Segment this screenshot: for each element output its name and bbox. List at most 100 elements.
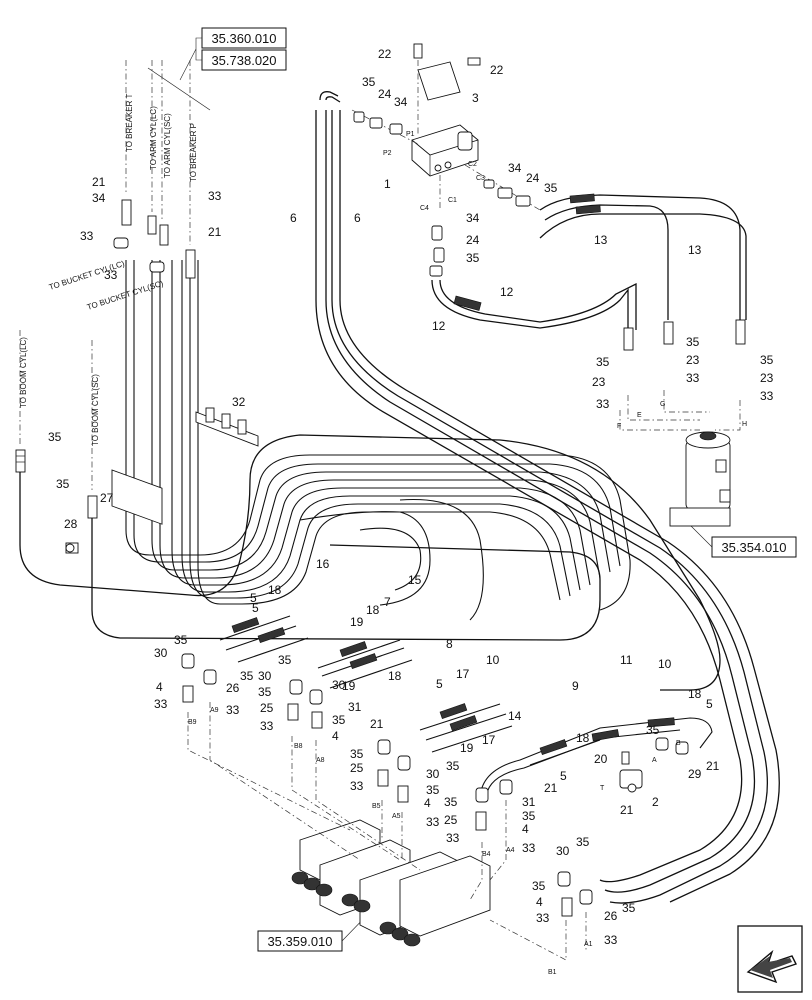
hose-12-13 — [431, 193, 747, 351]
callout-24: 24 — [378, 87, 392, 101]
callout-1: 1 — [384, 177, 391, 191]
port-c1: C1 — [448, 197, 457, 204]
swivel-joint — [619, 390, 741, 527]
lower-hoses — [219, 615, 713, 801]
callout-20: 20 — [594, 752, 608, 766]
callout-33: 33 — [426, 815, 440, 829]
callout-25: 25 — [260, 701, 274, 715]
callout-35: 35 — [56, 477, 70, 491]
callout-30: 30 — [556, 844, 570, 858]
callout-21: 21 — [544, 781, 558, 795]
note-to-bucket-cyl-sc: TO BUCKET CYL(SC) — [86, 279, 165, 312]
hose-notes: TO BREAKER T TO ARM CYL(LC) TO ARM CYL(S… — [19, 94, 198, 447]
callout-11: 11 — [620, 653, 633, 667]
callout-25: 25 — [350, 761, 364, 775]
callout-35: 35 — [446, 759, 460, 773]
callout-34: 34 — [394, 95, 408, 109]
callout-3: 3 — [472, 91, 479, 105]
callout-5: 5 — [706, 697, 713, 711]
callout-24: 24 — [526, 171, 540, 185]
callout-5: 5 — [436, 677, 443, 691]
port-f: F — [617, 423, 621, 430]
callout-35: 35 — [760, 353, 774, 367]
valve-fittings — [353, 111, 531, 277]
callout-31: 31 — [522, 795, 536, 809]
callout-21: 21 — [706, 759, 720, 773]
callout-35: 35 — [444, 795, 458, 809]
callout-33: 33 — [154, 697, 168, 711]
callout-35: 35 — [332, 713, 346, 727]
callout-26: 26 — [226, 681, 240, 695]
callout-33: 33 — [80, 229, 94, 243]
callout-22: 22 — [378, 47, 392, 61]
callout-10: 10 — [658, 657, 672, 671]
port-a1: A1 — [584, 941, 593, 948]
hose-bundle — [19, 260, 721, 691]
note-to-breaker-t: TO BREAKER T — [125, 94, 134, 153]
callout-4: 4 — [522, 822, 529, 836]
callout-35: 35 — [596, 355, 610, 369]
port-a8: A8 — [316, 757, 325, 764]
callout-35: 35 — [174, 633, 188, 647]
callout-33: 33 — [104, 268, 118, 282]
callout-23: 23 — [686, 353, 700, 367]
callout-33: 33 — [686, 371, 700, 385]
port-a9: A9 — [210, 707, 219, 714]
callout-23: 23 — [760, 371, 774, 385]
port-p2: P2 — [383, 150, 392, 157]
callout-34: 34 — [508, 161, 522, 175]
callout-31: 31 — [348, 700, 362, 714]
callout-33: 33 — [446, 831, 460, 845]
callout-22: 22 — [490, 63, 504, 77]
callout-35: 35 — [350, 747, 364, 761]
callout-18: 18 — [576, 731, 590, 745]
boom-hose-fittings — [15, 330, 98, 554]
callout-19: 19 — [460, 741, 474, 755]
callout-33: 33 — [604, 933, 618, 947]
callout-35: 35 — [646, 723, 660, 737]
port-c2: C2 — [468, 161, 477, 168]
callout-30: 30 — [258, 669, 272, 683]
callout-21: 21 — [370, 717, 384, 731]
callout-33: 33 — [536, 911, 550, 925]
callout-35: 35 — [576, 835, 590, 849]
port-a5: A5 — [392, 813, 401, 820]
port-a: A — [652, 757, 657, 764]
callout-5: 5 — [252, 601, 259, 615]
callout-4: 4 — [332, 729, 339, 743]
reference-label: 35.360.010 — [211, 31, 276, 46]
port-b4: B4 — [482, 851, 491, 858]
callout-33: 33 — [226, 703, 240, 717]
reference-box-35-738-020[interactable]: 35.738.020 — [201, 49, 287, 71]
callout-10: 10 — [486, 653, 500, 667]
port-p1: P1 — [406, 131, 415, 138]
reference-box-35-359-010[interactable]: 35.359.010 — [257, 930, 343, 952]
callout-4: 4 — [536, 895, 543, 909]
port-c4: C4 — [420, 205, 429, 212]
callout-21: 21 — [620, 803, 634, 817]
port-e: E — [637, 412, 642, 419]
reference-box-35-360-010[interactable]: 35.360.010 — [201, 27, 287, 49]
callout-35: 35 — [544, 181, 558, 195]
callout-26: 26 — [604, 909, 618, 923]
callout-34: 34 — [466, 211, 480, 225]
port-b1: B1 — [548, 969, 557, 976]
port-labels: P1 P2 C2 C3 C1 C4 E F G H A B T A1 B1 A4… — [188, 131, 747, 976]
callout-21: 21 — [92, 175, 106, 189]
callout-7: 7 — [384, 595, 391, 609]
callout-33: 33 — [760, 389, 774, 403]
callout-33: 33 — [596, 397, 610, 411]
direction-arrow-icon — [737, 925, 803, 993]
callout-13: 13 — [594, 233, 608, 247]
reference-box-35-354-010[interactable]: 35.354.010 — [711, 536, 797, 558]
callout-18: 18 — [388, 669, 402, 683]
callout-6: 6 — [354, 211, 361, 225]
callout-35: 35 — [622, 901, 636, 915]
port-h: H — [742, 421, 747, 428]
note-to-boom-cyl-sc: TO BOOM CYL(SC) — [91, 374, 100, 446]
callout-18: 18 — [268, 583, 282, 597]
port-g: G — [660, 401, 665, 408]
port-b9: B9 — [188, 719, 197, 726]
callout-5: 5 — [250, 591, 257, 605]
callout-labels: 1 2 3 4 4 4 4 4 5 5 5 5 5 6 6 7 8 9 10 1… — [48, 47, 774, 947]
